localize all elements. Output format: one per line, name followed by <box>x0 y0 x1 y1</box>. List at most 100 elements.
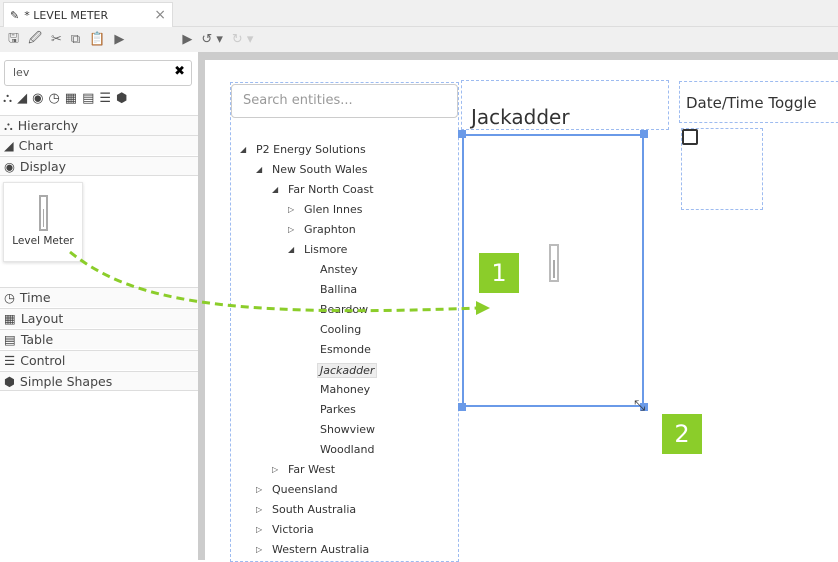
edit-icon: ✎ <box>10 8 20 22</box>
collapse-icon[interactable]: ◢ <box>272 185 279 194</box>
redo-icon[interactable]: ↻ ▾ <box>231 32 254 47</box>
category-label: Time <box>19 290 51 305</box>
chart-icon: ◢ <box>4 138 14 153</box>
save-icon[interactable]: 🖫 <box>8 30 20 46</box>
level-meter-icon <box>38 195 48 231</box>
expand-icon[interactable]: ▷ <box>256 545 263 554</box>
control-icon[interactable]: ☰ <box>99 91 112 106</box>
category-label: Hierarchy <box>17 118 79 133</box>
tab-level-meter[interactable]: ✎ * LEVEL METER × <box>3 2 173 27</box>
copy-icon[interactable]: ⧉ <box>70 32 81 47</box>
category-filter-icons: ⛬ ◢ ◉ ◷ ▦ ▤ ☰ ⬢ <box>3 91 127 106</box>
collapse-icon[interactable]: ◢ <box>256 165 263 174</box>
expand-icon[interactable]: ▷ <box>256 485 263 494</box>
category-label: Layout <box>20 311 64 326</box>
level-meter-icon <box>549 244 559 282</box>
tree-item[interactable]: Lismore <box>304 243 348 256</box>
save-as-icon[interactable]: 🖉 <box>28 30 42 46</box>
category-chart[interactable]: ◢ Chart <box>0 135 198 155</box>
category-time[interactable]: ◷ Time <box>0 287 198 307</box>
resize-handle[interactable] <box>458 403 466 411</box>
shapes-icon[interactable]: ⬢ <box>116 91 128 106</box>
tree-item[interactable]: Showview <box>320 423 376 436</box>
category-label: Display <box>19 158 66 174</box>
category-label: Chart <box>18 138 53 153</box>
category-label: Control <box>20 353 66 368</box>
tree-item[interactable]: Parkes <box>320 403 356 416</box>
tree-item[interactable]: Victoria <box>272 523 314 536</box>
category-control[interactable]: ☰ Control <box>0 350 198 370</box>
paste-icon[interactable]: 📋 <box>89 32 106 47</box>
widget-title[interactable]: Jackadder <box>461 80 669 130</box>
collapse-icon[interactable]: ◢ <box>288 245 295 254</box>
tile-label: Level Meter <box>12 235 74 247</box>
expand-icon[interactable]: ▷ <box>288 205 295 214</box>
display-icon: ◉ <box>4 158 15 174</box>
run-icon[interactable]: ▶ <box>182 32 193 47</box>
hierarchy-icon: ⛬ <box>4 117 13 133</box>
category-table[interactable]: ▤ Table <box>0 329 198 349</box>
layout-icon[interactable]: ▦ <box>64 91 78 106</box>
tab-bar: ✎ * LEVEL METER × <box>0 0 838 27</box>
tree-item[interactable]: Cooling <box>320 323 362 336</box>
tree-item[interactable]: Esmonde <box>320 343 371 356</box>
category-label: Simple Shapes <box>19 373 113 389</box>
layout-icon: ▦ <box>4 311 16 326</box>
tree-item[interactable]: Glen Innes <box>304 203 363 216</box>
datetime-label-text: Date/Time Toggle <box>686 94 817 112</box>
toolbar: 🖫 🖉 ✂ ⧉ 📋 ▶ ▶ ↺ ▾ ↻ ▾ <box>0 27 838 52</box>
tree-item[interactable]: Jackadder <box>317 363 378 378</box>
expand-icon[interactable]: ▷ <box>256 525 263 534</box>
tree-item[interactable]: Mahoney <box>320 383 371 396</box>
category-layout[interactable]: ▦ Layout <box>0 308 198 328</box>
table-icon[interactable]: ▤ <box>82 91 95 106</box>
collapse-icon[interactable]: ◢ <box>240 145 247 154</box>
tree-item[interactable]: South Australia <box>272 503 357 516</box>
category-label: Table <box>20 332 54 347</box>
tree-item[interactable]: Far North Coast <box>288 183 374 196</box>
clear-search-icon[interactable]: ✖ <box>174 64 185 79</box>
expand-icon[interactable]: ▷ <box>272 465 279 474</box>
tab-title: * LEVEL METER <box>24 8 109 22</box>
undo-icon[interactable]: ↺ ▾ <box>201 32 223 47</box>
resize-handle[interactable] <box>640 403 648 411</box>
hierarchy-icon[interactable]: ⛬ <box>3 91 13 106</box>
display-icon[interactable]: ◉ <box>32 91 44 106</box>
tree-item[interactable]: Ballina <box>320 283 358 296</box>
entity-search-input[interactable]: Search entities... <box>231 84 458 118</box>
tree-item[interactable]: P2 Energy Solutions <box>256 143 366 156</box>
tree-item[interactable]: Far West <box>288 463 336 476</box>
datetime-checkbox[interactable] <box>682 129 698 145</box>
expand-icon[interactable]: ▷ <box>288 225 295 234</box>
preview-icon[interactable]: ▶ <box>114 32 125 47</box>
category-display[interactable]: ◉Display <box>0 156 198 176</box>
datetime-toggle-label: Date/Time Toggle <box>679 81 838 123</box>
step-badge-1: 1 <box>479 253 519 293</box>
resize-handle[interactable] <box>458 130 466 138</box>
tree-item[interactable]: Graphton <box>304 223 356 236</box>
category-hierarchy[interactable]: ⛬ Hierarchy <box>0 115 198 135</box>
tree-item[interactable]: Anstey <box>320 263 358 276</box>
tree-item[interactable]: Beardow <box>320 303 369 316</box>
step-badge-2: 2 <box>662 414 702 454</box>
tree-item[interactable]: New South Wales <box>272 163 368 176</box>
close-tab-button[interactable]: × <box>154 7 166 23</box>
control-icon: ☰ <box>4 353 16 368</box>
chart-icon[interactable]: ◢ <box>17 91 28 106</box>
title-text: Jackadder <box>471 105 570 129</box>
tree-item[interactable]: Woodland <box>320 443 375 456</box>
tree-item[interactable]: Queensland <box>272 483 338 496</box>
time-icon[interactable]: ◷ <box>48 91 60 106</box>
cut-icon[interactable]: ✂ <box>50 32 62 47</box>
resize-cursor-icon: ⤡ <box>634 398 646 414</box>
expand-icon[interactable]: ▷ <box>256 505 263 514</box>
datetime-toggle-widget <box>681 128 763 210</box>
time-icon: ◷ <box>4 290 15 305</box>
table-icon: ▤ <box>4 332 16 347</box>
level-meter-tile[interactable]: Level Meter <box>3 182 83 262</box>
search-placeholder: Search entities... <box>243 93 353 108</box>
category-simple-shapes[interactable]: ⬢Simple Shapes <box>0 371 198 391</box>
resize-handle[interactable] <box>640 130 648 138</box>
palette-search-input[interactable]: lev ✖ <box>4 60 192 86</box>
tree-item[interactable]: Western Australia <box>272 543 370 556</box>
